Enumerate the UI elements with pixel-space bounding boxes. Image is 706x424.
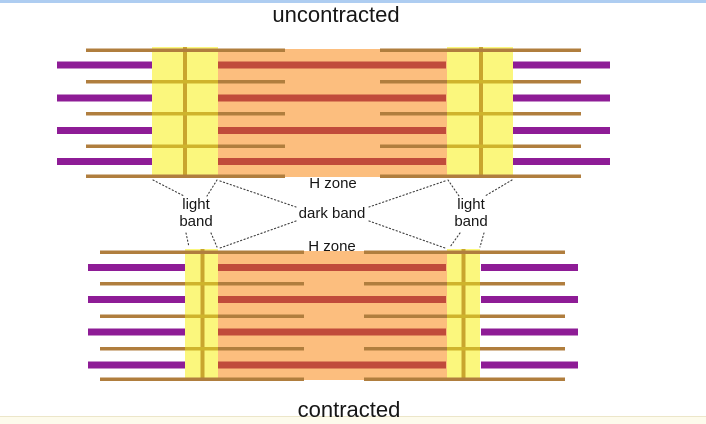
- leader-line-light-right-up: [484, 179, 513, 197]
- title-contracted: contracted: [297, 397, 401, 422]
- slide-top-border: [0, 0, 706, 3]
- actin-in-light-band: [152, 80, 218, 84]
- actin-in-light-band: [447, 314, 480, 318]
- actin-in-light-band: [185, 282, 218, 286]
- myosin-filament-adjacent: [513, 61, 610, 69]
- myosin-filament-adjacent: [513, 94, 610, 102]
- myosin-filament-adjacent: [57, 158, 152, 165]
- myosin-filament-adjacent: [88, 328, 185, 336]
- myosin-filament: [218, 158, 446, 165]
- leader-lines: [152, 179, 513, 249]
- leader-line-light-left-up: [206, 179, 218, 197]
- myosin-filament-adjacent: [481, 361, 578, 369]
- myosin-filament: [218, 94, 446, 102]
- leader-line-dark-band-up: [368, 180, 446, 208]
- actin-in-light-band: [447, 282, 480, 286]
- uncontracted-sarcomere: [57, 47, 610, 178]
- myosin-filament-adjacent: [513, 158, 610, 165]
- myosin-filament-adjacent: [481, 264, 578, 271]
- actin-filament: [380, 174, 581, 178]
- actin-in-light-band: [152, 112, 218, 116]
- myosin-filament: [218, 296, 446, 303]
- leader-line-light-right-down: [449, 232, 461, 248]
- leader-line-light-right-up: [447, 179, 460, 197]
- actin-filament: [100, 377, 304, 381]
- label-dark-band: dark band: [298, 205, 366, 222]
- myosin-filament-adjacent: [481, 296, 578, 303]
- title-uncontracted: uncontracted: [272, 2, 400, 27]
- myosin-filament-adjacent: [88, 296, 185, 303]
- actin-filament: [364, 377, 565, 381]
- actin-in-light-band: [447, 144, 513, 148]
- myosin-filament-adjacent: [88, 264, 185, 271]
- label-h-zone-top: H zone: [309, 175, 357, 192]
- leader-line-light-left-up: [152, 179, 185, 197]
- leader-line-dark-band-down: [368, 220, 446, 249]
- actin-filament: [86, 48, 285, 52]
- actin-in-light-band: [185, 314, 218, 318]
- actin-in-light-band: [447, 347, 480, 351]
- myosin-filament-adjacent: [57, 61, 152, 69]
- actin-in-light-band: [447, 112, 513, 116]
- myosin-filament-adjacent: [88, 361, 185, 369]
- myosin-filament-adjacent: [57, 127, 152, 134]
- myosin-filament: [218, 361, 446, 369]
- leader-line-light-left-down: [185, 232, 190, 248]
- leader-line-dark-band-up: [219, 180, 297, 208]
- contracted-sarcomere: [88, 249, 578, 381]
- myosin-filament-adjacent: [481, 328, 578, 336]
- label-light-band-left: light band: [179, 196, 213, 230]
- myosin-filament: [218, 127, 446, 134]
- label-light-band-right: light band: [454, 196, 488, 230]
- leader-line-light-right-down: [479, 232, 485, 248]
- actin-filament: [380, 48, 581, 52]
- leader-line-light-left-down: [210, 232, 218, 248]
- myosin-filament-adjacent: [513, 127, 610, 134]
- actin-filament: [100, 250, 304, 254]
- myosin-filament: [218, 264, 446, 271]
- myosin-filament: [218, 328, 446, 336]
- myosin-filament-adjacent: [57, 94, 152, 102]
- myosin-filament: [218, 61, 446, 69]
- slide-bottom-strip: [0, 416, 706, 424]
- actin-in-light-band: [152, 144, 218, 148]
- actin-in-light-band: [447, 80, 513, 84]
- actin-filament: [364, 250, 565, 254]
- actin-filament: [86, 174, 285, 178]
- actin-in-light-band: [185, 347, 218, 351]
- label-h-zone-bottom: H zone: [308, 238, 356, 255]
- leader-line-dark-band-down: [219, 220, 297, 249]
